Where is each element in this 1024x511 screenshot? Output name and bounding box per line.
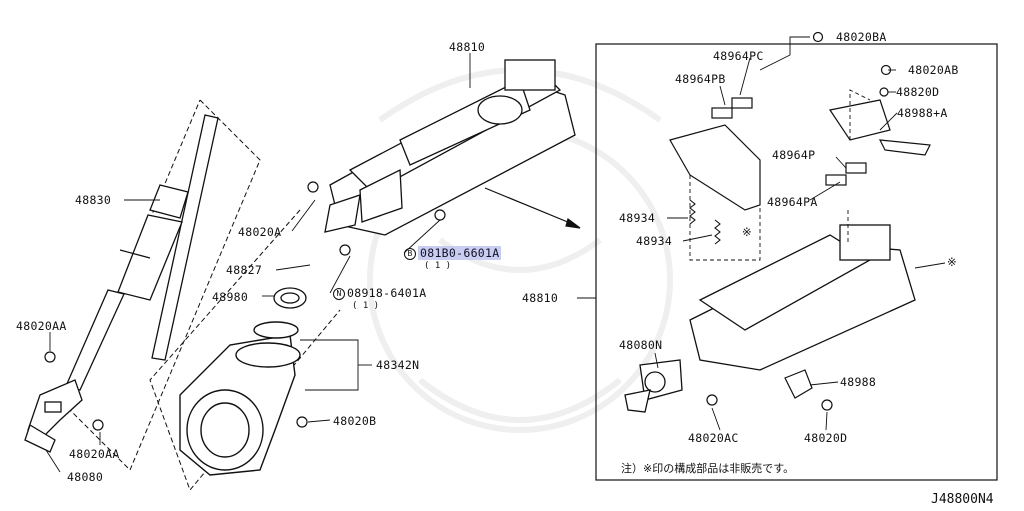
diagram-id: J48800N4 [931,492,994,507]
callout-48342N: 48342N [376,358,420,372]
callout-48830: 48830 [75,193,112,207]
lever-48988 [784,369,813,399]
bolt-part-number: 081B0-6601A [418,246,502,260]
nut-part-number: 08918-6401A [347,286,427,300]
callout-48020AC: 48020AC [688,431,739,445]
star-mark-2: ※ [947,255,957,269]
ring-48980 [273,287,307,309]
springs-48934 [689,199,721,245]
callout-48980: 48980 [212,290,249,304]
star-mark-1: ※ [742,225,752,239]
detail-box [595,43,998,481]
callout-48020BA: 48020BA [836,30,887,44]
column-housing [179,321,301,476]
callout-48820D: 48820D [896,85,940,99]
callout-48964P: 48964P [772,148,816,162]
column-assembly-left [324,59,576,236]
callout-48934-a: 48934 [619,211,656,225]
bolt-circle-icon: B [404,248,416,260]
steering-shaft [65,114,219,391]
callout-48810-top: 48810 [449,40,486,54]
callout-48810-box: 48810 [522,291,559,305]
leader-lines [45,36,946,473]
callout-48020B: 48020B [333,414,377,428]
column-assembly-right [624,224,916,413]
callout-48020AA-top: 48020AA [16,319,67,333]
bolt-quantity: ( 1 ) [424,261,452,271]
nut-quantity: ( 1 ) [352,301,380,311]
universal-joint [24,379,83,453]
callout-48020AA-bottom: 48020AA [69,447,120,461]
callout-48020A: 48020A [238,225,282,239]
footnote: 注）※印の構成部品は非販売です。 [621,462,795,475]
callout-48827: 48827 [226,263,263,277]
callout-48988: 48988 [840,375,877,389]
callout-48020D: 48020D [804,431,848,445]
callout-48080N: 48080N [619,338,663,352]
detail-arrow [484,187,581,229]
callout-48964PB: 48964PB [675,72,726,86]
callout-48934-b: 48934 [636,234,673,248]
callout-48964PC: 48964PC [713,49,764,63]
callout-48988A: 48988+A [897,106,948,120]
nut-circle-icon: N [333,288,345,300]
bracket-48964 [669,97,931,211]
callout-48020AB: 48020AB [908,63,959,77]
callout-48080: 48080 [67,470,104,484]
callout-48964PA: 48964PA [767,195,818,209]
